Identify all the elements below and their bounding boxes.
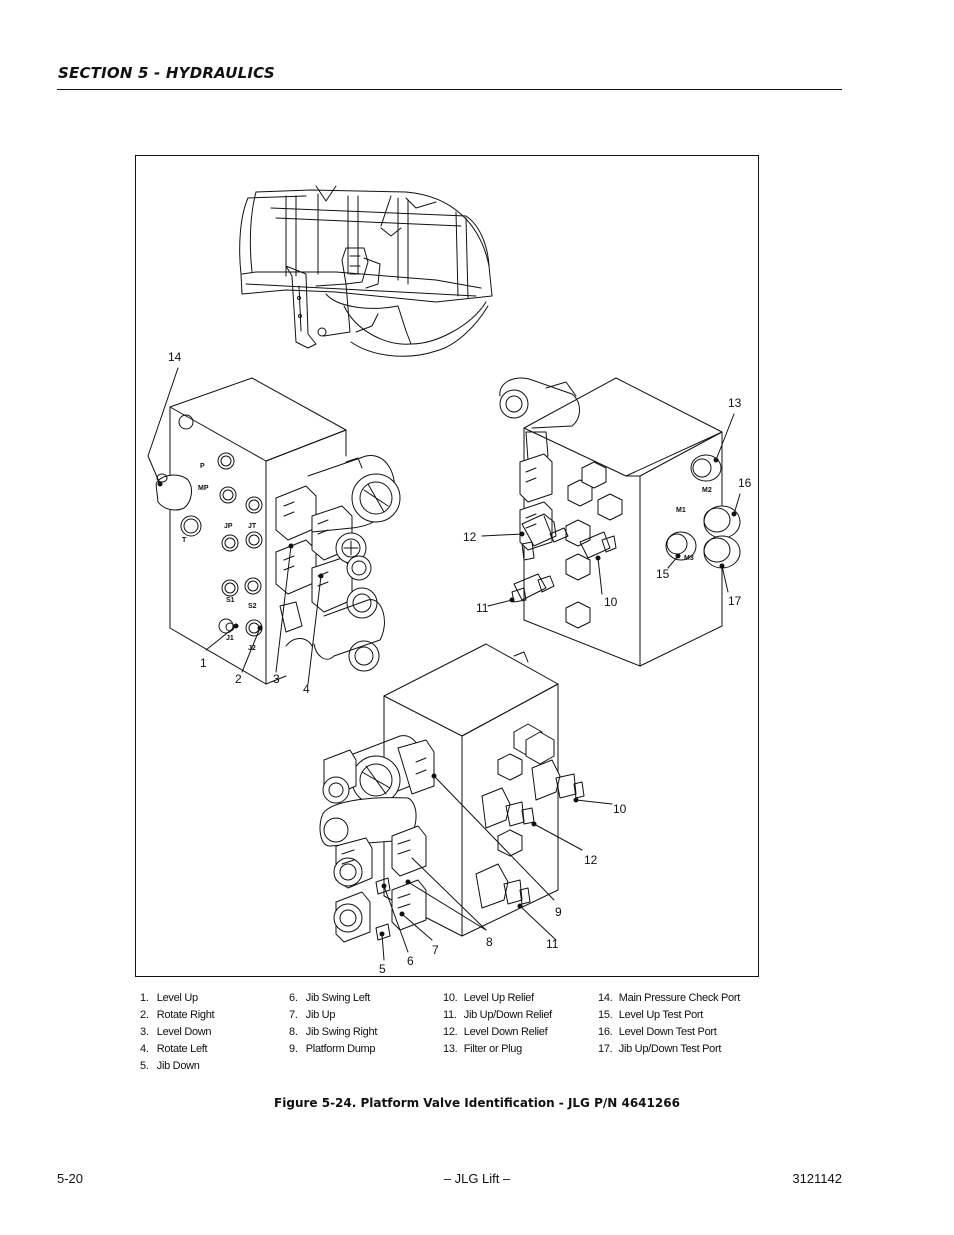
legend-item: 15. Level Up Test Port — [598, 1009, 704, 1021]
port-label-m2: M2 — [702, 487, 712, 494]
legend-item: 17. Jib Up/Down Test Port — [598, 1043, 722, 1055]
callout-10-upper: 10 — [604, 595, 618, 609]
callout-15: 15 — [656, 567, 670, 581]
port-label-m1: M1 — [676, 507, 686, 514]
callout-7: 7 — [432, 943, 439, 957]
leader-lines — [147, 367, 741, 961]
callout-2: 2 — [235, 672, 242, 686]
legend-item: 3. Level Down — [140, 1026, 212, 1038]
legend-item: 6. Jib Swing Left — [289, 992, 371, 1004]
legend-item: 11. Jib Up/Down Relief — [443, 1009, 552, 1021]
figure-legend: 1. Level Up 2. Rotate Right 3. Level Dow… — [140, 990, 840, 1080]
port-label-mp: MP — [198, 485, 209, 492]
valve-block-upper-right — [499, 377, 741, 667]
page-number: 5-20 — [57, 1171, 84, 1186]
legend-item: 2. Rotate Right — [140, 1009, 215, 1021]
callout-9: 9 — [555, 905, 562, 919]
legend-item: 12. Level Down Relief — [443, 1026, 548, 1038]
callout-12-upper: 12 — [463, 530, 477, 544]
valve-illustration: P MP T JP JT S1 S2 J1 J2 M1 M2 M3 14 1 2… — [147, 185, 752, 976]
valve-block-lower — [319, 643, 585, 943]
callout-17: 17 — [728, 594, 742, 608]
port-label-s2: S2 — [248, 603, 257, 610]
legend-item: 8. Jib Swing Right — [289, 1026, 378, 1038]
footer-brand: – JLG Lift – — [443, 1171, 511, 1186]
legend-item: 10. Level Up Relief — [443, 992, 534, 1004]
callout-4: 4 — [303, 682, 310, 696]
legend-column-3: 10. Level Up Relief 11. Jib Up/Down Reli… — [443, 990, 552, 1058]
header-rule — [57, 89, 842, 90]
legend-item: 13. Filter or Plug — [443, 1043, 522, 1055]
legend-column-2: 6. Jib Swing Left 7. Jib Up 8. Jib Swing… — [289, 990, 377, 1058]
callout-11-upper: 11 — [476, 601, 489, 615]
port-label-jt: JT — [248, 523, 257, 530]
figure-frame: P MP T JP JT S1 S2 J1 J2 M1 M2 M3 14 1 2… — [135, 155, 759, 977]
callout-numbers: 14 1 2 3 4 12 11 10 13 16 15 17 10 12 9 … — [168, 350, 752, 976]
legend-column-4: 14. Main Pressure Check Port 15. Level U… — [598, 990, 740, 1058]
callout-3: 3 — [273, 672, 280, 686]
callout-1: 1 — [200, 656, 207, 670]
figure-caption: Figure 5-24. Platform Valve Identificati… — [274, 1096, 680, 1110]
port-label-m3: M3 — [684, 555, 694, 562]
legend-item: 16. Level Down Test Port — [598, 1026, 717, 1038]
legend-column-1: 1. Level Up 2. Rotate Right 3. Level Dow… — [140, 990, 215, 1075]
document-number: 3121142 — [792, 1171, 842, 1186]
section-title: SECTION 5 - HYDRAULICS — [58, 64, 275, 82]
valve-block-upper-left — [155, 377, 401, 685]
callout-11-lower: 11 — [546, 937, 559, 951]
legend-item: 7. Jib Up — [289, 1009, 336, 1021]
callout-5: 5 — [379, 962, 386, 976]
callout-16: 16 — [738, 476, 752, 490]
platform-inset-drawing — [239, 185, 493, 357]
callout-10-lower: 10 — [613, 802, 627, 816]
callout-8: 8 — [486, 935, 493, 949]
legend-item: 9. Platform Dump — [289, 1043, 376, 1055]
callout-12-lower: 12 — [584, 853, 598, 867]
port-label-j1: J1 — [226, 635, 234, 642]
callout-14: 14 — [168, 350, 182, 364]
callout-6: 6 — [407, 954, 414, 968]
legend-item: 5. Jib Down — [140, 1060, 200, 1072]
port-label-t: T — [182, 537, 187, 544]
callout-13: 13 — [728, 396, 742, 410]
port-label-p: P — [200, 463, 205, 470]
port-label-jp: JP — [224, 523, 233, 530]
legend-item: 4. Rotate Left — [140, 1043, 208, 1055]
port-label-s1: S1 — [226, 597, 235, 604]
legend-item: 1. Level Up — [140, 992, 198, 1004]
port-label-j2: J2 — [248, 645, 256, 652]
port-letters: P MP T JP JT S1 S2 J1 J2 M1 M2 M3 — [182, 463, 712, 652]
legend-item: 14. Main Pressure Check Port — [598, 992, 740, 1004]
